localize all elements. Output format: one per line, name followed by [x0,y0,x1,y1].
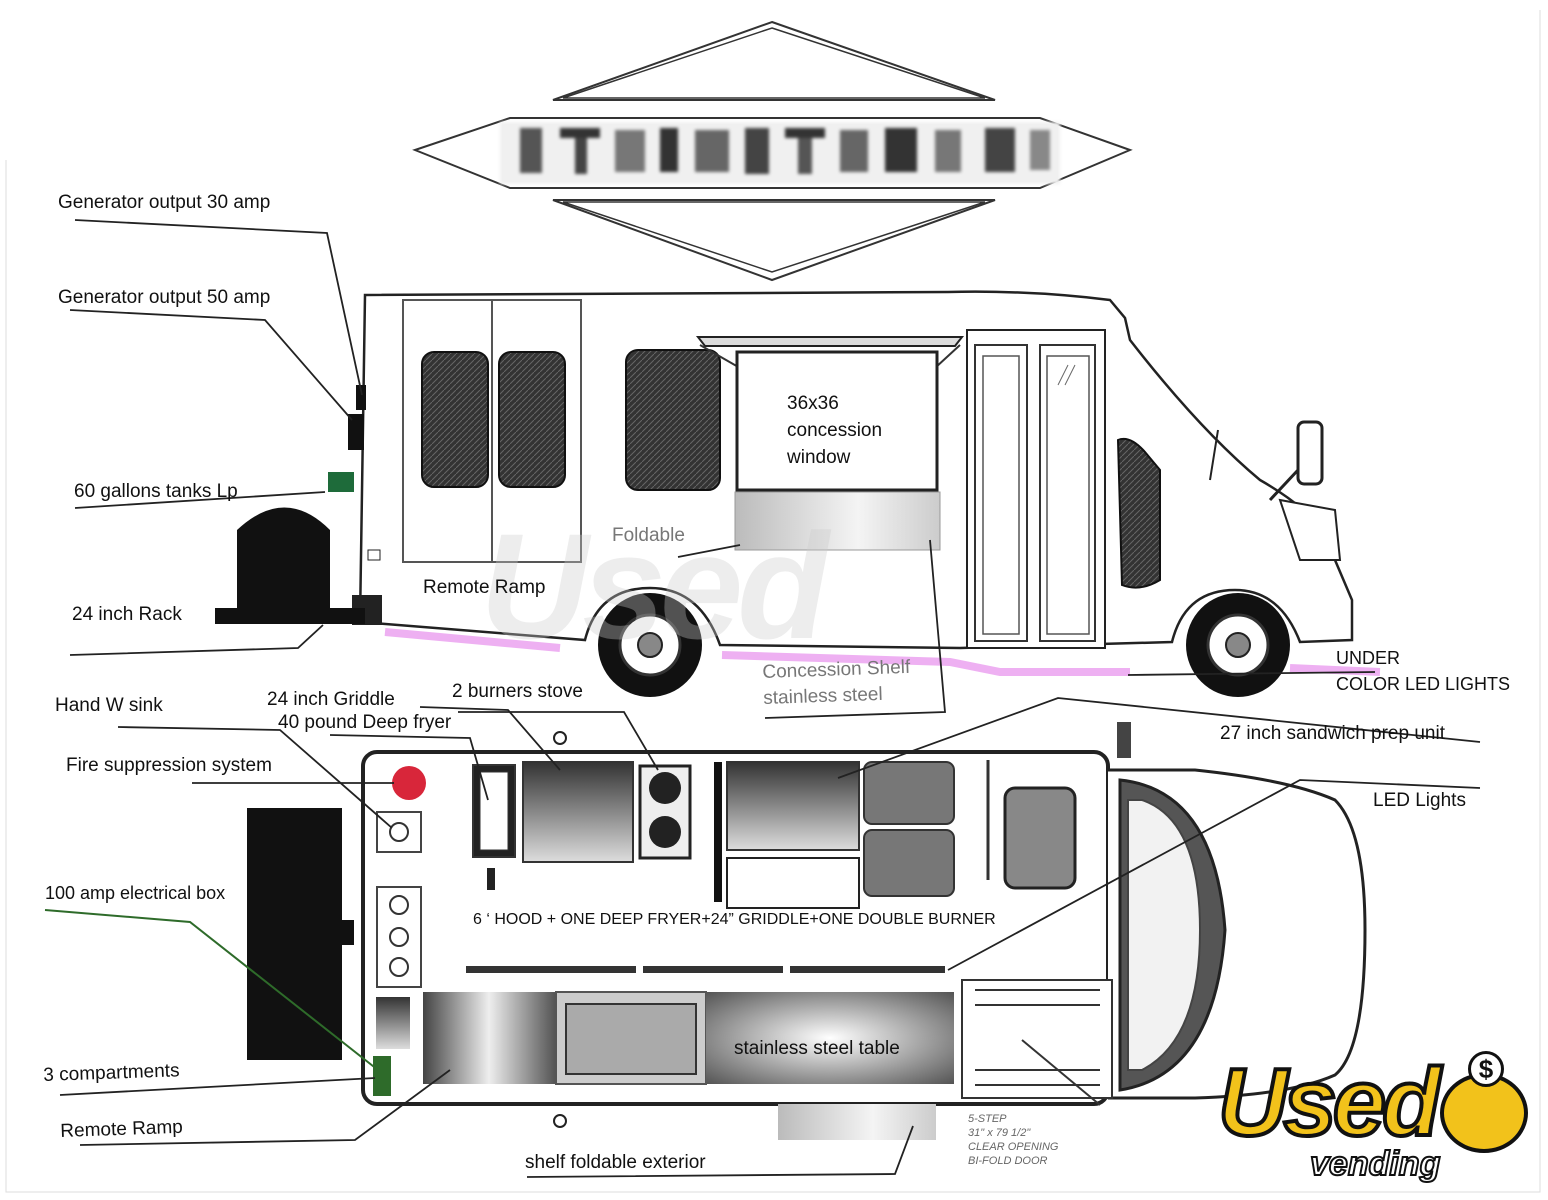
label-stainless-table: stainless steel table [734,1038,900,1059]
label-hood: 6 ‘ HOOD + ONE DEEP FRYER+24” GRIDDLE+ON… [473,911,996,928]
label-tanks-lp: 60 gallons tanks Lp [74,481,238,502]
label-fire-suppression: Fire suppression system [66,755,272,776]
label-sandwich-prep: 27 inch sandwich prep unit [1220,723,1445,744]
label-concession-window: 36x36 concession window [787,393,883,468]
blurred-brand-name [500,122,1060,184]
label-hand-sink: Hand W sink [55,695,163,716]
top-diamond-logo [412,20,1133,282]
truck-side-view [215,290,1381,697]
dollar-icon: $ [1468,1051,1504,1087]
piggy-coin-icon: $ [1440,1051,1528,1153]
label-concession-shelf: Concession Shelf stainless steel [762,656,911,709]
label-remote-ramp-top: Remote Ramp [423,577,546,598]
label-under-led: UNDER COLOR LED LIGHTS [1336,648,1511,694]
leader-lines [59,219,1481,1178]
logo-sub-text: vending [1309,1145,1441,1183]
used-vending-logo: Used $ vending [1216,1049,1528,1190]
label-deep-fryer: 40 pound Deep fryer [278,712,452,733]
label-shelf-foldable: shelf foldable exterior [525,1152,706,1173]
label-burners-stove: 2 burners stove [452,681,583,702]
label-generator-30: Generator output 30 amp [58,192,271,213]
label-led-lights: LED Lights [1373,790,1466,811]
label-electrical-box: 100 amp electrical box [45,883,226,903]
label-rack: 24 inch Rack [72,604,182,625]
used-vending-watermark: Used [480,502,829,670]
truck-top-view [247,722,1367,1140]
logo-brand-text: Used [1216,1049,1443,1156]
label-remote-ramp-bottom: Remote Ramp [60,1116,184,1142]
label-step-note: 5-STEP 31" x 79 1/2" CLEAR OPENING BI-FO… [968,1113,1059,1167]
label-generator-50: Generator output 50 amp [58,287,271,308]
electrical-box-leader [44,909,379,1071]
label-griddle: 24 inch Griddle [267,689,395,710]
label-foldable: Foldable [612,525,685,546]
label-three-compartments: 3 compartments [43,1060,180,1086]
